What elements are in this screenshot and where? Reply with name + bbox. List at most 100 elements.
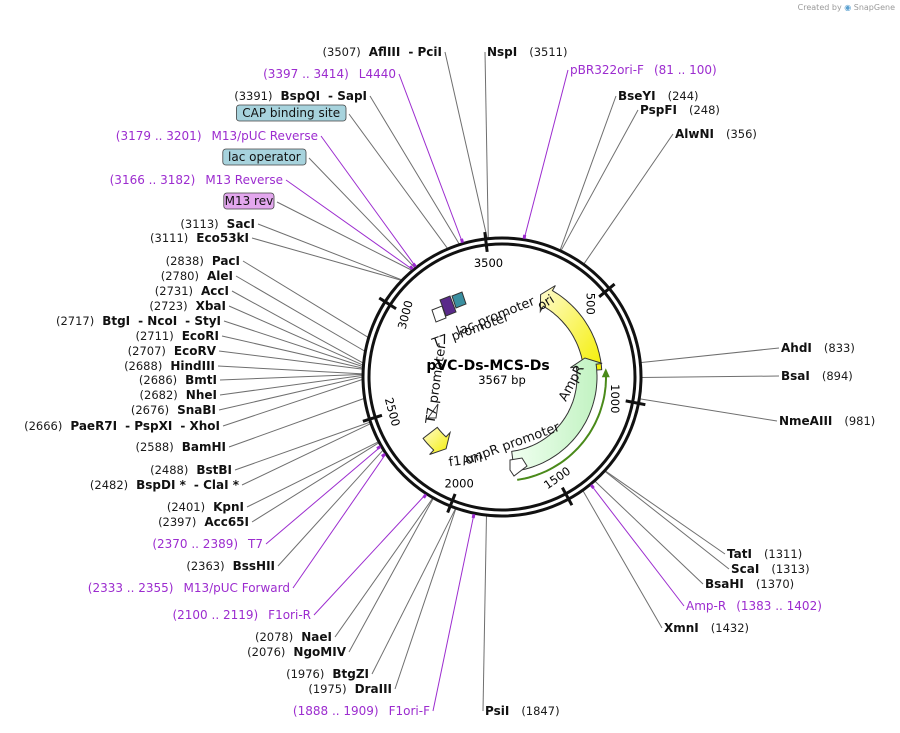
site-label-part: (2333 .. 2355) [88, 581, 174, 595]
site-label-part: KpnI [213, 500, 244, 514]
site-label-part: DraIII [355, 682, 392, 696]
site-label-part: TatI [727, 547, 752, 561]
site-label-part: NspI [487, 45, 517, 59]
leader-left-7 [276, 201, 413, 272]
ampr-arrow [511, 357, 603, 472]
site-label-part: (3166 .. 3182) [110, 173, 196, 187]
site-label-part: - StyI [185, 314, 221, 328]
site-label-part: PsiI [485, 704, 509, 718]
site-label-part: (1975) [308, 682, 346, 696]
site-label-left-6: (3166 .. 3182) M13 Reverse [110, 173, 283, 187]
site-label-part: (1313) [771, 562, 809, 576]
site-label-left-23: (2488)BstBI [150, 463, 232, 477]
leader-left-34 [394, 508, 457, 690]
site-label-part: (2666) [24, 419, 62, 433]
site-label-right-9: ScaI(1313) [731, 562, 810, 576]
site-label-part: - XhoI [180, 419, 220, 433]
leader-left-3 [348, 113, 449, 250]
leader-right-13 [482, 515, 487, 712]
tick-label-2500: 2500 [382, 396, 403, 428]
f1-ori-arrow [422, 426, 452, 455]
site-label-part: PspFI [640, 103, 677, 117]
tick-mark-1500 [561, 486, 574, 506]
site-label-part: PaeR7I [70, 419, 117, 433]
ampr-outline-arc [517, 371, 607, 481]
site-label-part: NmeAIII [779, 414, 832, 428]
primer-site-mark-7 [471, 513, 476, 519]
primer-site-mark-2 [412, 262, 417, 268]
site-label-left-11: (2780)AleI [161, 269, 233, 283]
site-label-left-28: (2363)BssHII [186, 559, 275, 573]
feature-box-left-7 [223, 192, 275, 210]
site-label-part: (2482) [90, 478, 128, 492]
backbone-outer-circle [361, 236, 643, 518]
site-label-left-1: (3397 .. 3414)L4440 [263, 67, 396, 81]
primer-site-mark-5 [380, 452, 386, 458]
site-label-left-24: (2482)BspDI *- ClaI * [90, 478, 240, 492]
site-label-left-2: (3391)BspQI- SapI [234, 89, 367, 103]
leader-left-25 [246, 441, 380, 508]
site-label-left-33: (1976) BtgZI [286, 667, 369, 681]
site-label-part: (2838) [166, 254, 204, 268]
site-label-left-12: (2731)AccI [155, 284, 229, 298]
site-label-part: L4440 [359, 67, 396, 81]
site-label-part: (2682) [140, 388, 178, 402]
leader-left-29 [292, 453, 387, 589]
site-label-part: (2588) [135, 440, 173, 454]
site-label-left-15: (2711)EcoRI [135, 329, 219, 343]
site-label-part: BmtI [185, 373, 217, 387]
site-label-right-1: pBR322ori-F(81 .. 100) [570, 63, 717, 77]
site-label-part: BtgZI [332, 667, 369, 681]
plasmid-name: pVC-Ds-MCS-Ds [426, 358, 549, 374]
site-labels: (3507)AflIII- PciI (3397 .. 3414)L4440 (33… [24, 45, 875, 718]
leader-right-11 [590, 483, 685, 607]
site-label-part: (2688) [124, 359, 162, 373]
site-label-part: (1976) [286, 667, 324, 681]
credit-prefix: Created by [797, 3, 842, 12]
site-label-part: SnaBI [177, 403, 216, 417]
primer-site-mark-6 [422, 493, 428, 499]
site-label-part: Acc65I [204, 515, 249, 529]
tick-label-3500: 3500 [474, 256, 503, 270]
site-label-left-4: (3179 .. 3201)M13/pUC Reverse [116, 129, 318, 143]
site-label-left-0: (3507)AflIII- PciI [323, 45, 442, 59]
site-label-part: BamHI [182, 440, 226, 454]
leader-left-17 [217, 365, 364, 375]
site-label-part: (2707) [128, 344, 166, 358]
primer-site-mark-8 [589, 484, 595, 490]
leader-right-8 [604, 470, 726, 555]
site-label-part: (3113) [180, 217, 218, 231]
leader-left-13 [228, 305, 364, 366]
credit-watermark: Created by ◉ SnapGene [798, 3, 895, 12]
lac-operator-block [451, 291, 467, 309]
site-label-right-10: BsaHI(1370) [705, 577, 794, 591]
site-label-part: (248) [689, 103, 720, 117]
site-label-part: NheI [186, 388, 217, 402]
tick-mark-3000 [378, 296, 397, 311]
leader-left-32 [348, 497, 434, 653]
leader-right-2 [559, 95, 617, 251]
leader-left-10 [242, 260, 369, 339]
credit-brand: SnapGene [853, 3, 895, 12]
leader-left-16 [218, 350, 364, 370]
leader-left-9 [251, 237, 403, 281]
site-label-part: (2780) [161, 269, 199, 283]
site-label-part: (3391) [234, 89, 272, 103]
site-label-left-35: (1888 .. 1909)F1ori-F [293, 704, 430, 718]
site-label-left-14: (2717)BtgI- NcoI- StyI [56, 314, 221, 328]
feature-box-label-7: M13 rev [225, 194, 274, 208]
tick-label-1000: 1000 [608, 384, 622, 413]
site-label-part: - NcoI [138, 314, 177, 328]
site-label-part: (3511) [529, 45, 567, 59]
site-label-part: NaeI [301, 630, 332, 644]
primer-site-mark-0 [522, 234, 527, 239]
leader-left-27 [265, 445, 382, 545]
site-label-part: (1847) [521, 704, 559, 718]
plasmid-title: pVC-Ds-MCS-Ds 3567 bp [426, 358, 549, 387]
ampr-spacer-3 [469, 431, 480, 448]
site-label-part: EcoRI [182, 329, 219, 343]
leader-left-4 [320, 135, 417, 268]
site-label-part: M13 Reverse [205, 173, 283, 187]
site-label-part: M13/pUC Forward [183, 581, 290, 595]
